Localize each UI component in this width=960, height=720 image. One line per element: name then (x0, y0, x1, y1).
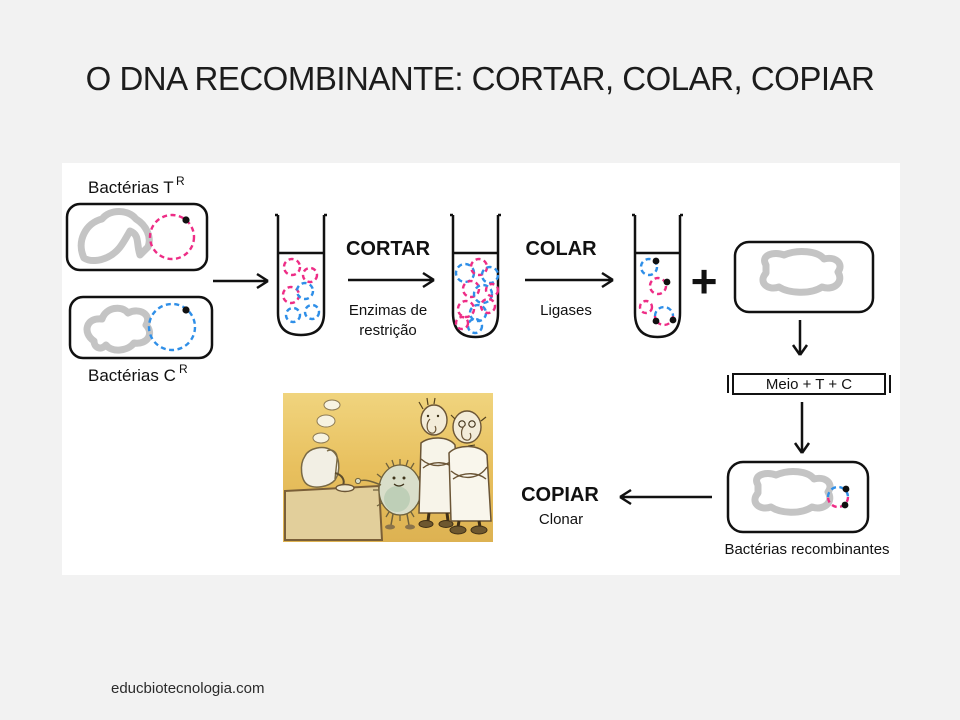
copy-step-title: COPIAR (521, 484, 599, 506)
plasmid-blue-icon (147, 302, 197, 352)
lab-bench (284, 484, 384, 541)
right-arrow-icon (525, 271, 614, 289)
paste-step-sub: Ligases (540, 302, 592, 319)
bacteria-t-sup: R (176, 174, 185, 188)
steam-icon (312, 399, 341, 444)
paste-step-title: COLAR (525, 238, 597, 260)
host-bacteria-cell-icon (733, 240, 875, 314)
diagram-panel: Bactérias T R Bactérias C R (62, 163, 900, 575)
test-tube-ligated-icon (632, 213, 683, 339)
plasmid-pink-icon (148, 213, 196, 261)
bacteria-t-cell-icon (65, 202, 209, 272)
test-tube-mixed-icon (275, 213, 327, 337)
bacteria-c-cell-icon (68, 295, 214, 360)
right-arrow-icon (213, 272, 269, 290)
recombinant-bacteria-cell-icon (726, 460, 870, 534)
cut-step-title: CORTAR (346, 238, 431, 260)
medium-plate: Meio + T + C (727, 373, 891, 395)
chromosome-icon (77, 208, 153, 264)
flask-icon (300, 446, 355, 493)
bacteria-t-label: Bactérias T (88, 178, 174, 197)
copy-step-sub: Clonar (539, 511, 583, 528)
cut-step-sub2: restrição (359, 322, 417, 339)
test-tube-fragments-icon (450, 213, 501, 339)
medium-label: Meio + T + C (766, 376, 852, 393)
recombinant-dna-diagram: Bactérias T R Bactérias C R (65, 174, 891, 558)
chromosome-icon (83, 304, 153, 354)
plus-icon: + (691, 255, 718, 307)
scientists-cartoon (283, 393, 493, 542)
down-arrow-icon (791, 320, 809, 356)
scientist-front (448, 410, 492, 535)
down-arrow-icon (793, 402, 811, 454)
chromosome-icon (759, 248, 844, 296)
cut-step-sub1: Enzimas de (349, 302, 427, 319)
slide-title: O DNA RECOMBINANTE: CORTAR, COLAR, COPIA… (85, 60, 875, 97)
recombinant-caption: Bactérias recombinantes (724, 541, 889, 558)
left-arrow-icon (619, 488, 712, 506)
footer-url: educbiotecnologia.com (111, 680, 265, 697)
right-arrow-icon (348, 271, 435, 289)
bacteria-c-label: Bactérias C (88, 366, 176, 385)
bacteria-c-sup: R (179, 362, 188, 376)
